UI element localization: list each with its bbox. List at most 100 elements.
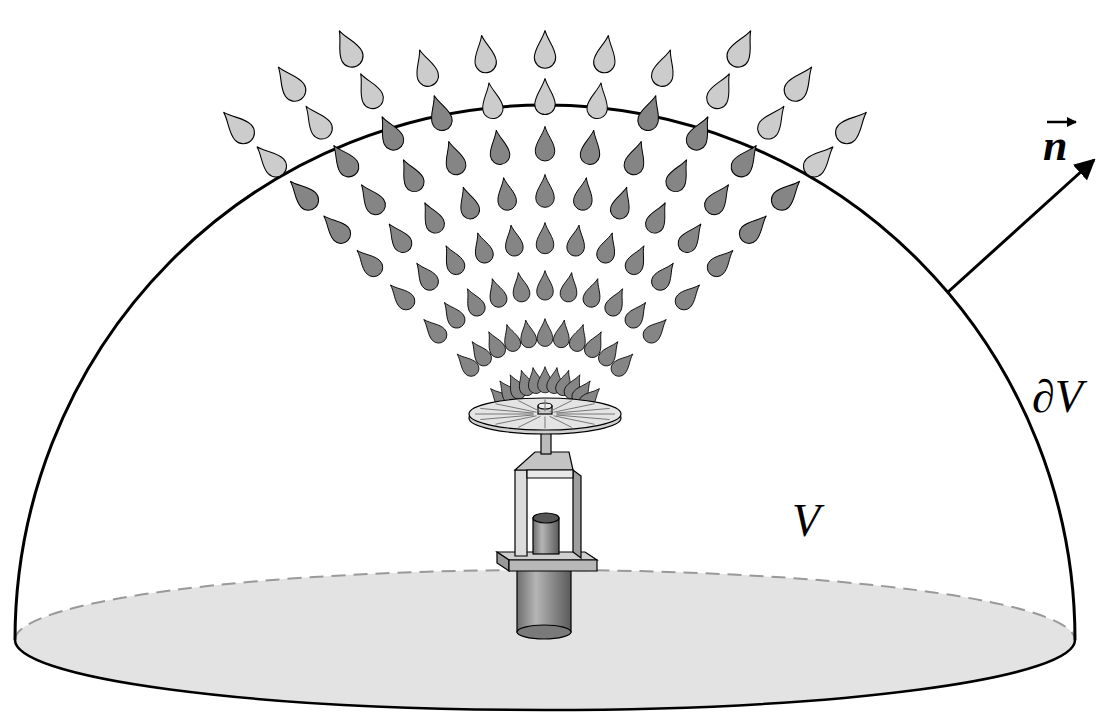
vane-line (557, 414, 615, 415)
water-droplet (438, 242, 468, 278)
vane-line (556, 415, 610, 420)
water-droplet (536, 174, 555, 207)
water-droplet (753, 100, 792, 143)
water-droplet (602, 285, 630, 319)
water-droplet (581, 276, 606, 309)
water-droplet (410, 258, 442, 294)
water-droplet (683, 112, 717, 154)
sprinkler (469, 398, 621, 639)
water-droplet (454, 184, 482, 221)
water-droplet (622, 138, 651, 177)
water-droplet (494, 176, 517, 211)
water-droplet (535, 78, 555, 114)
boundary-label: ∂V (1032, 374, 1083, 420)
water-droplet (216, 104, 260, 148)
water-droplet (416, 199, 447, 237)
water-droplet (537, 271, 554, 301)
water-droplet (572, 176, 595, 211)
water-droplet (317, 209, 355, 247)
vane-line (545, 400, 546, 412)
water-droplet (566, 224, 588, 258)
water-droplet (479, 81, 505, 120)
vane-line (480, 415, 534, 420)
water-droplet (663, 155, 696, 195)
water-droplet (608, 184, 636, 221)
vane-line (518, 416, 540, 427)
water-droplet (537, 319, 553, 347)
vane-line (480, 408, 534, 413)
water-droplet (381, 219, 415, 257)
water-droplet (518, 319, 538, 349)
water-droplet (484, 276, 509, 309)
water-droplet (703, 69, 739, 112)
water-droplet (510, 271, 531, 303)
normal-label: n (1043, 124, 1067, 168)
water-droplet (622, 298, 653, 332)
vane-line (496, 416, 537, 424)
water-droplet (635, 92, 665, 133)
water-droplet (395, 155, 428, 195)
water-droplet (649, 46, 681, 89)
water-droplet (723, 26, 761, 71)
water-droplet (780, 60, 821, 105)
water-droplet (283, 174, 323, 214)
water-droplet (534, 30, 555, 68)
water-droplet (482, 328, 508, 360)
vane-line (550, 416, 572, 427)
water-droplet (373, 112, 407, 154)
water-droplet (424, 92, 454, 133)
water-droplet (351, 69, 387, 112)
droplet-field (216, 26, 875, 413)
vane-line (556, 408, 610, 413)
water-droplet (350, 244, 386, 281)
water-droplet (471, 34, 498, 75)
vane-line (518, 401, 540, 412)
water-droplet (249, 139, 291, 181)
water-droplet (439, 138, 468, 177)
vane-line (550, 401, 572, 412)
water-droplet (325, 140, 363, 181)
water-droplet (727, 140, 765, 181)
water-droplet (594, 230, 620, 265)
vane-line (475, 414, 533, 415)
water-droplet (438, 298, 469, 332)
vane-line (553, 404, 594, 412)
water-droplet (703, 244, 739, 281)
water-droplet (579, 129, 603, 166)
water-droplet (592, 34, 619, 75)
water-droplet (608, 349, 639, 380)
water-droplet (831, 104, 875, 148)
water-droplet (642, 199, 673, 237)
water-droplet (640, 314, 672, 347)
water-droplet (585, 81, 611, 120)
water-droplet (499, 322, 522, 353)
water-droplet (502, 224, 524, 258)
water-droplet (559, 271, 580, 303)
water-droplet (418, 314, 450, 347)
volume-label: V (792, 498, 820, 544)
ground-front-edge (15, 640, 1075, 710)
water-droplet (384, 279, 418, 314)
water-droplet (672, 279, 706, 314)
vane-line (545, 417, 546, 429)
water-droplet (409, 46, 441, 89)
water-droplet (535, 126, 554, 161)
vane-line (553, 416, 594, 424)
normal-vector (948, 160, 1094, 292)
water-droplet (269, 60, 310, 105)
water-droplet (674, 219, 708, 257)
water-droplet (735, 209, 773, 247)
water-droplet (297, 100, 336, 143)
water-droplet (353, 179, 389, 218)
water-droplet (536, 222, 554, 253)
vane-line (496, 404, 537, 412)
vector-accent (1047, 121, 1076, 124)
water-droplet (329, 26, 367, 71)
water-droplet (487, 129, 511, 166)
water-droplet (460, 285, 488, 319)
water-droplet (767, 174, 807, 214)
water-droplet (622, 242, 652, 278)
rotor-vanes (475, 400, 615, 429)
